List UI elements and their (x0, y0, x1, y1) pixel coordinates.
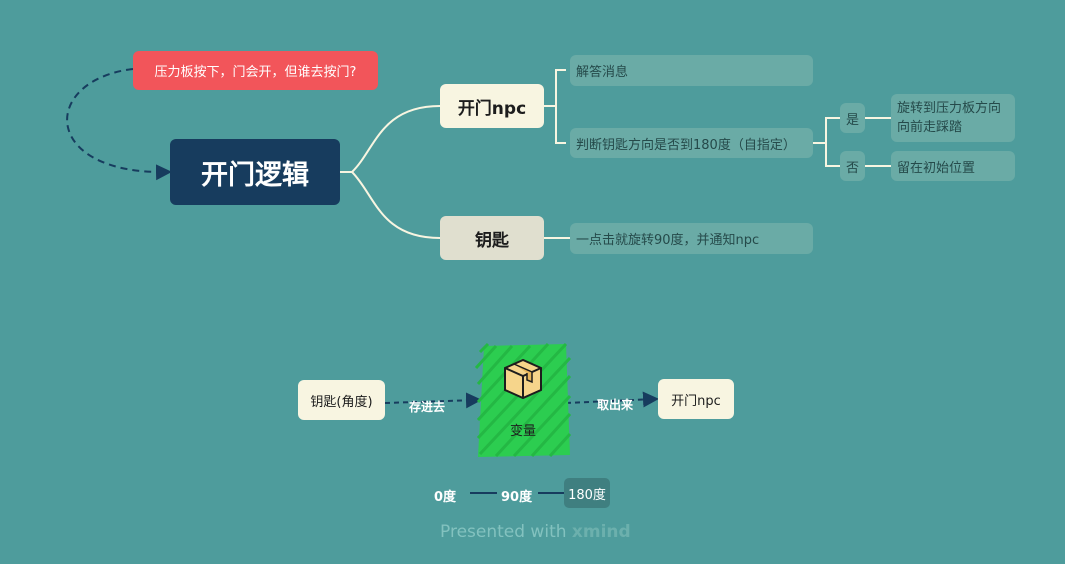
branch-key[interactable]: 钥匙 (440, 216, 544, 260)
fetch-label: 取出来 (597, 398, 634, 412)
footer-brand: xmind (571, 522, 631, 542)
leaf-answer-message[interactable]: 解答消息 (570, 55, 813, 86)
angle-180[interactable]: 180度 (564, 478, 610, 508)
branch-npc[interactable]: 开门npc (440, 84, 544, 128)
judge-bracket (813, 117, 840, 167)
leaf-no[interactable]: 否 (840, 151, 865, 181)
callout-connector (66, 68, 172, 181)
store-arrow (384, 392, 482, 409)
footer-prefix: Presented with (440, 522, 572, 542)
store-label: 存进去 (409, 400, 446, 414)
flow-source-node[interactable]: 钥匙(角度) (298, 380, 385, 420)
leaf-yes[interactable]: 是 (840, 103, 865, 133)
variable-label: 变量 (509, 424, 536, 439)
variable-scribble (474, 342, 572, 458)
box-icon (504, 358, 542, 400)
root-to-npc-line (340, 105, 441, 173)
leaf-yes-result[interactable]: 旋转到压力板方向向前走踩踏 (891, 94, 1015, 142)
root-to-key-line (351, 171, 441, 239)
flow-target-node[interactable]: 开门npc (658, 379, 734, 419)
leaf-judge-angle[interactable]: 判断钥匙方向是否到180度（自指定） (570, 128, 813, 158)
footer-credit: Presented with xmind (440, 522, 631, 542)
angle-0: 0度 (434, 490, 457, 505)
root-topic[interactable]: 开门逻辑 (170, 139, 340, 205)
angle-90: 90度 (501, 490, 533, 505)
callout-note[interactable]: 压力板按下，门会开，但谁去按门? (133, 51, 378, 90)
leaf-key-rotate[interactable]: 一点击就旋转90度，并通知npc (570, 223, 813, 254)
fetch-arrow (565, 391, 659, 408)
leaf-no-result[interactable]: 留在初始位置 (891, 151, 1015, 181)
npc-bracket (544, 69, 566, 144)
